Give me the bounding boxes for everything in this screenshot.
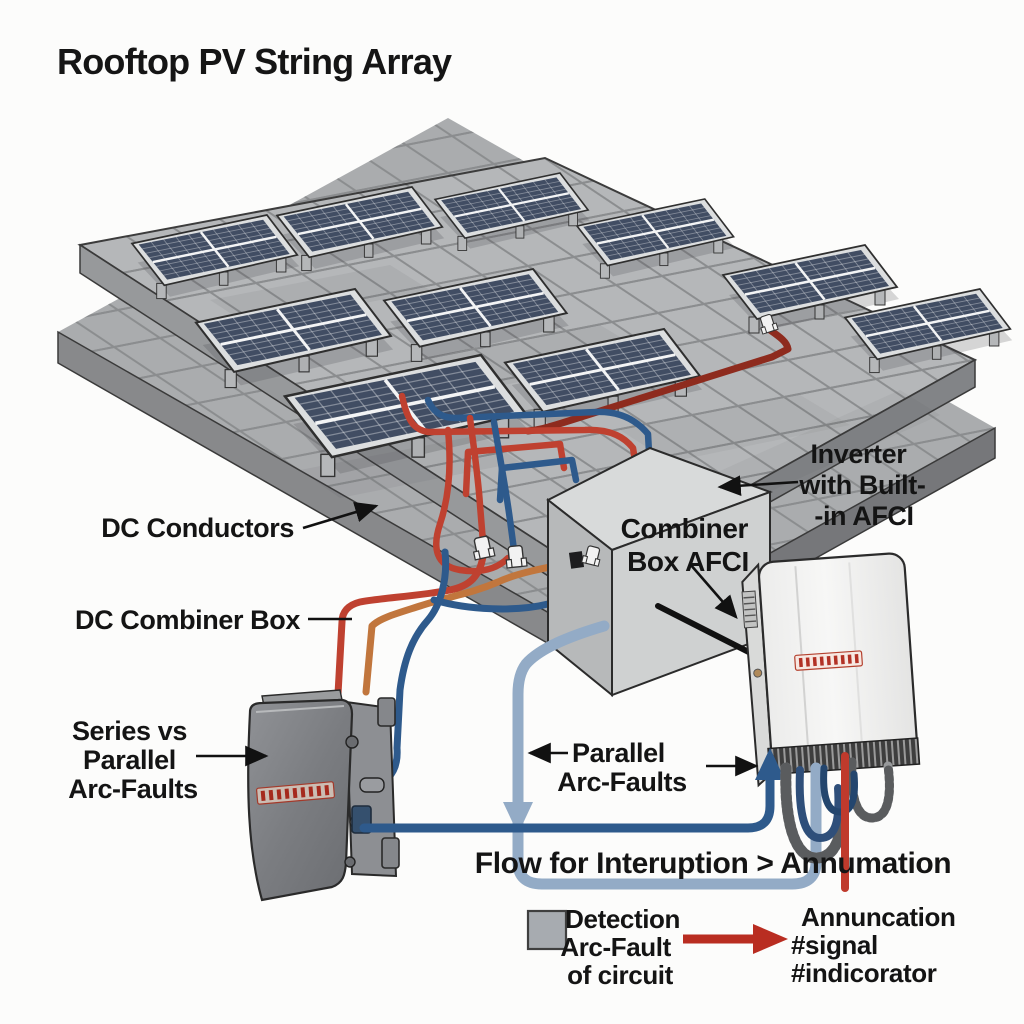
inverter-screw xyxy=(753,668,763,678)
label-parallel-arc-faults: Parallel Arc-Faults xyxy=(557,738,687,797)
page-title: Rooftop PV String Array xyxy=(57,41,452,82)
label-dc-conductors: DC Conductors xyxy=(101,513,294,543)
combiner-gland-black xyxy=(568,551,585,569)
fault-up-arrowhead-icon xyxy=(755,748,785,780)
homerun-wire-red xyxy=(334,552,487,698)
callout-arrows xyxy=(196,475,799,777)
string-wire-red-loop xyxy=(462,440,568,498)
dc-conductors-arrow xyxy=(302,502,379,530)
device-screw xyxy=(345,735,359,749)
legend: Detection Arc-Fault of circuit Annuncati… xyxy=(526,902,962,990)
inverter-wire-darkblue xyxy=(820,764,858,816)
dc-combiner-device xyxy=(247,689,400,902)
label-series-arc-faults: Series vs Parallel Arc-Faults xyxy=(68,716,198,804)
legend-detection-label: Detection Arc-Fault of circuit xyxy=(560,904,687,990)
inverter-label-arrow xyxy=(717,475,799,497)
legend-detection-swatch xyxy=(526,909,568,951)
combiner-box-label: Combiner Box AFCI xyxy=(621,513,756,577)
inverter-wires xyxy=(780,757,894,864)
string-wire-red-drop xyxy=(466,414,487,546)
string-wire-blue-drop xyxy=(490,418,518,554)
legend-annunciation-label: Annuncation #signal #indicorator xyxy=(791,902,962,988)
dc-string-wiring xyxy=(398,326,792,575)
flow-down-arrowhead-icon xyxy=(503,802,533,834)
string-wire-blue-loop xyxy=(496,456,580,504)
device-tab-bottom xyxy=(381,837,400,869)
device-red-label xyxy=(256,781,335,805)
string-wire-red-c xyxy=(433,426,512,575)
inverter xyxy=(741,552,921,788)
fault-signal-path xyxy=(359,771,775,833)
homerun-wire-orange xyxy=(362,556,594,696)
label-dc-combiner-box: DC Combiner Box xyxy=(75,605,300,635)
device-screw xyxy=(344,856,356,868)
label-flow-note: Flow for Interuption > Annumation xyxy=(475,847,951,880)
box-label-arrow xyxy=(689,563,738,619)
string-wire-blue-a xyxy=(424,396,654,474)
homerun-wire-blue xyxy=(384,548,450,782)
string-wire-red-a xyxy=(398,392,640,471)
interruption-flow-path xyxy=(512,620,822,890)
flow-lines xyxy=(503,620,822,890)
parallel-fault-line xyxy=(359,748,785,833)
device-bolt xyxy=(359,777,385,793)
label-inverter-afci: Inverter with Built- -in AFCI xyxy=(798,439,932,531)
legend-arrow-head-icon xyxy=(753,924,788,954)
inverter-red-label xyxy=(794,650,863,671)
device-tab-top xyxy=(377,697,396,727)
